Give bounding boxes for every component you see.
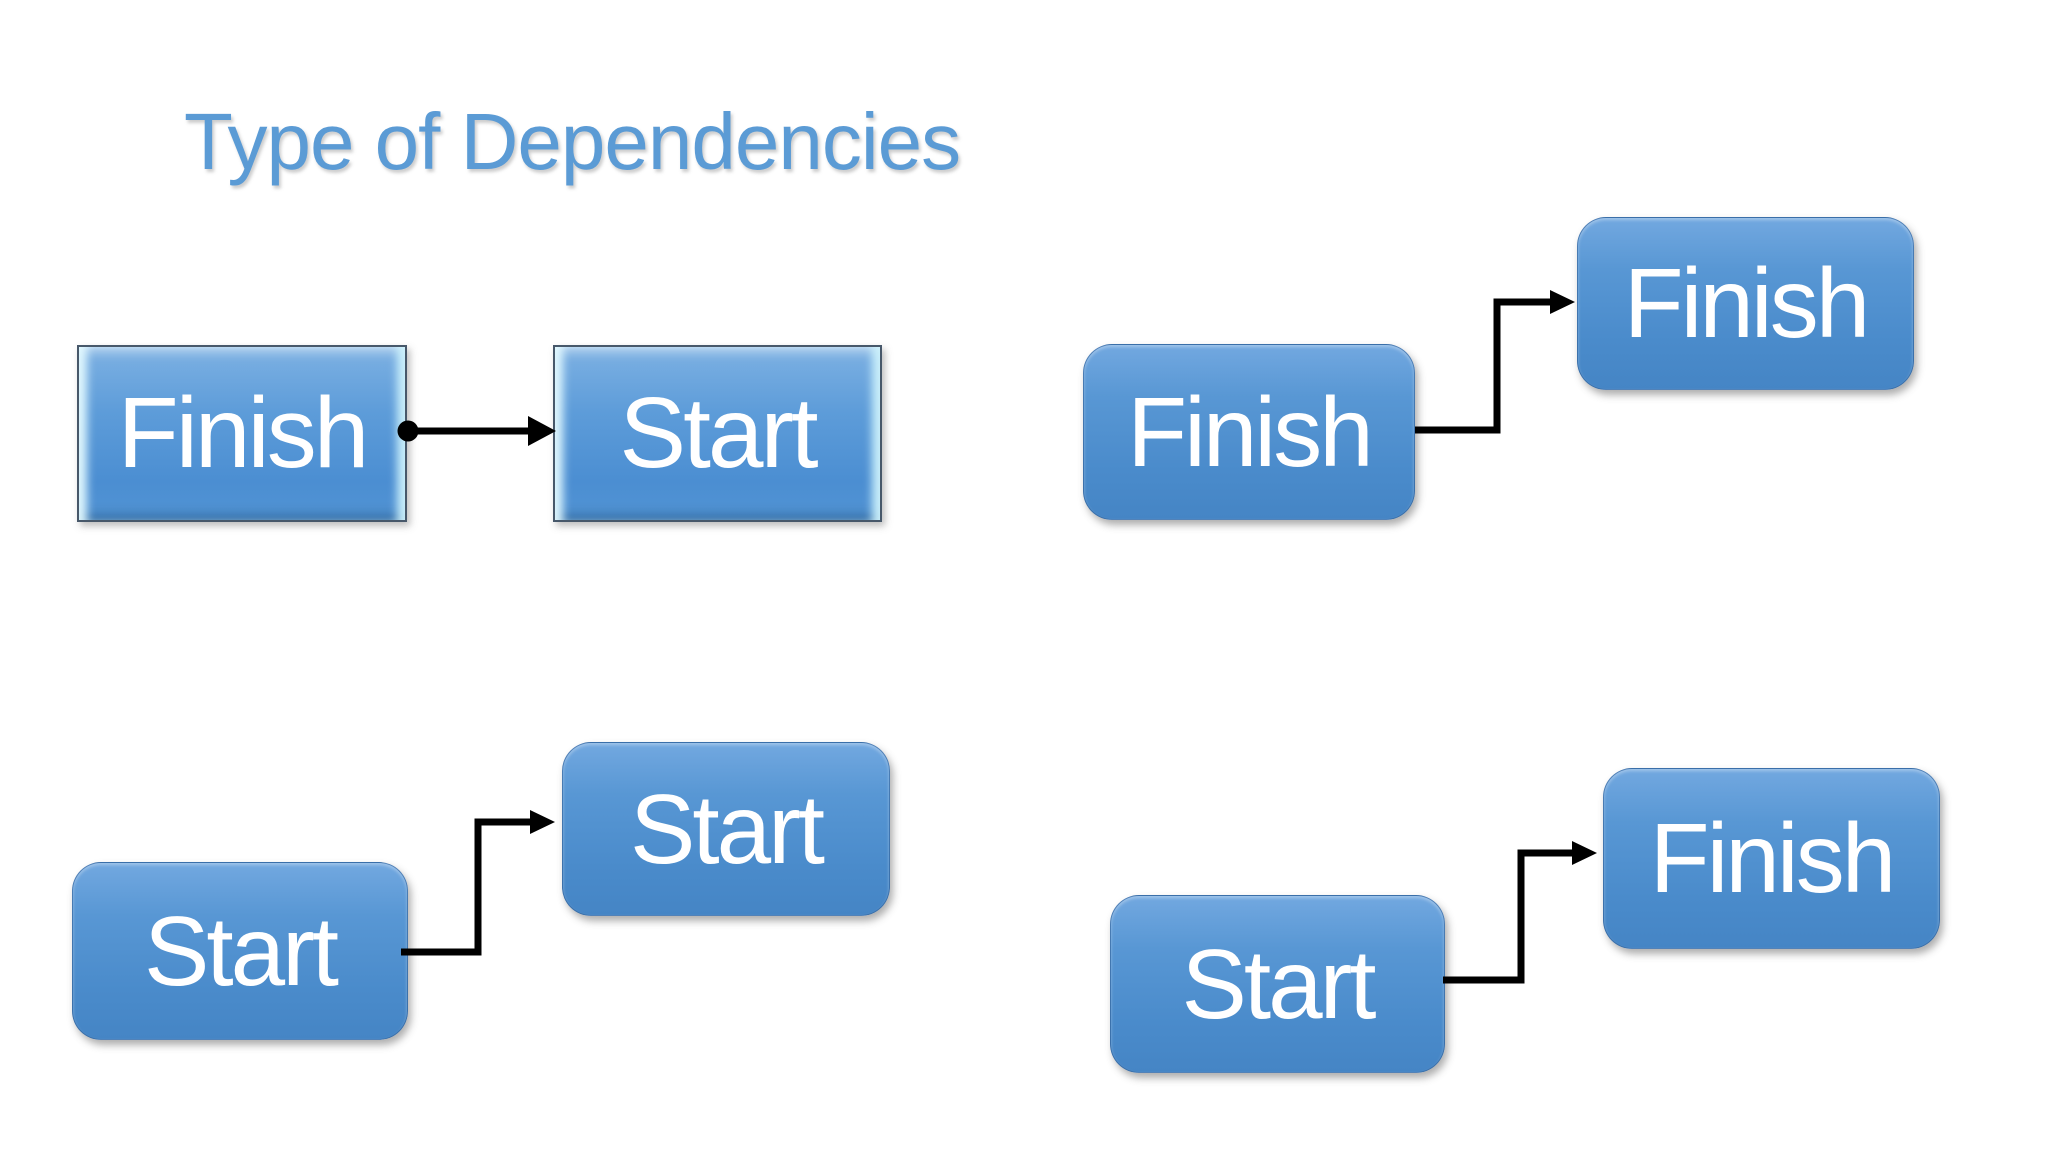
elbow-arrow xyxy=(398,810,566,960)
elbow-arrow xyxy=(1412,290,1580,440)
page-title: Type of Dependencies xyxy=(184,97,961,186)
finish-box: Finish xyxy=(1603,768,1940,949)
start-box-label: Start xyxy=(1181,928,1377,1039)
finish-box-label: Finish xyxy=(1127,376,1373,487)
finish-box: Finish xyxy=(1083,344,1415,520)
start-box-label: Start xyxy=(619,377,818,489)
finish-box: Finish xyxy=(1577,217,1914,390)
elbow-arrow-icon xyxy=(401,810,555,956)
straight-arrow-with-dot xyxy=(397,406,559,456)
start-box-label: Start xyxy=(144,895,339,1006)
finish-box-label: Finish xyxy=(1623,248,1870,358)
finish-box-label: Finish xyxy=(1649,803,1896,913)
arrow-icon xyxy=(397,416,556,446)
elbow-arrow-icon xyxy=(1415,290,1575,434)
start-box: Start xyxy=(553,345,882,522)
finish-box: Finish xyxy=(77,345,407,522)
start-box-label: Start xyxy=(630,773,825,884)
start-box: Start xyxy=(72,862,408,1040)
elbow-arrow xyxy=(1440,841,1608,991)
finish-box-label: Finish xyxy=(117,377,370,489)
elbow-arrow-icon xyxy=(1443,841,1597,984)
start-box: Start xyxy=(562,742,890,916)
start-box: Start xyxy=(1110,895,1445,1073)
